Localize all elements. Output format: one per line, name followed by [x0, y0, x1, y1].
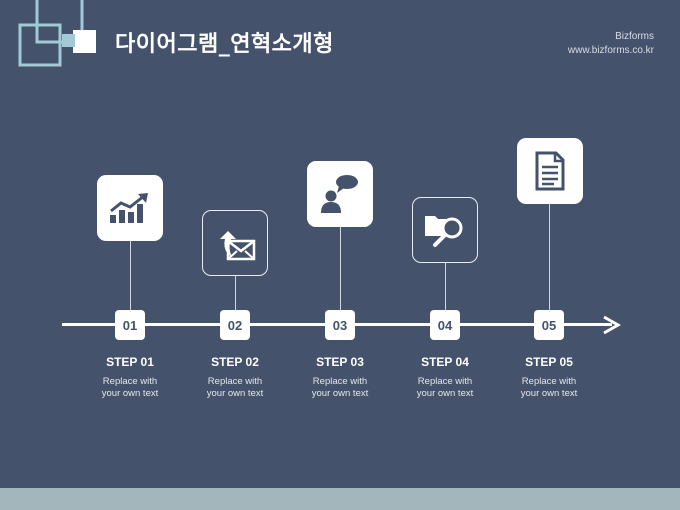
brand-url: www.bizforms.co.kr	[567, 45, 654, 56]
step-number: 03	[325, 310, 355, 340]
step-description: Replace with your own text	[80, 376, 180, 400]
step-connector	[235, 275, 236, 310]
step-icon-box	[307, 161, 373, 227]
step-connector	[130, 240, 131, 310]
step-description-line: Replace with	[417, 376, 473, 387]
footer-band	[0, 488, 680, 510]
step-description-line: your own text	[101, 388, 159, 399]
step-description: Replace with your own text	[499, 376, 599, 400]
folder-search-icon	[425, 216, 463, 247]
step-number: 04	[430, 310, 460, 340]
chart-growth-icon	[110, 193, 148, 223]
step-description: Replace with your own text	[395, 376, 495, 400]
step-description: Replace with your own text	[185, 376, 285, 400]
step-description-line: Replace with	[521, 376, 577, 387]
brand-block: Bizforms www.bizforms.co.kr	[568, 30, 654, 58]
step-number: 05	[534, 310, 564, 340]
step-description-line: Replace with	[207, 376, 263, 387]
step-connector	[340, 226, 341, 310]
step-description-line: Replace with	[312, 376, 368, 387]
step-label: STEP 01	[106, 355, 154, 369]
person-chat-icon	[321, 175, 358, 213]
step-label: STEP 02	[211, 355, 259, 369]
step-icon-box	[412, 197, 478, 263]
step-label: STEP 04	[421, 355, 469, 369]
step-description-line: Replace with	[102, 376, 158, 387]
step-connector	[445, 262, 446, 310]
step-icon-box	[517, 138, 583, 204]
step-number: 02	[220, 310, 250, 340]
step-icon-box	[202, 210, 268, 276]
brand-name: Bizforms	[615, 31, 654, 42]
page-title: 다이어그램_연혁소개형	[115, 32, 334, 57]
timeline-arrowhead-icon	[603, 315, 622, 335]
mail-send-icon	[220, 231, 256, 261]
step-icon-box	[97, 175, 163, 241]
step-description: Replace with your own text	[290, 376, 390, 400]
step-description-line: your own text	[416, 388, 474, 399]
step-description-line: your own text	[206, 388, 264, 399]
step-number: 01	[115, 310, 145, 340]
step-label: STEP 05	[525, 355, 573, 369]
decorative-squares	[18, 0, 96, 67]
step-description-line: your own text	[520, 388, 578, 399]
document-icon	[535, 151, 565, 191]
step-connector	[549, 203, 550, 310]
step-description-line: your own text	[311, 388, 369, 399]
step-label: STEP 03	[316, 355, 364, 369]
